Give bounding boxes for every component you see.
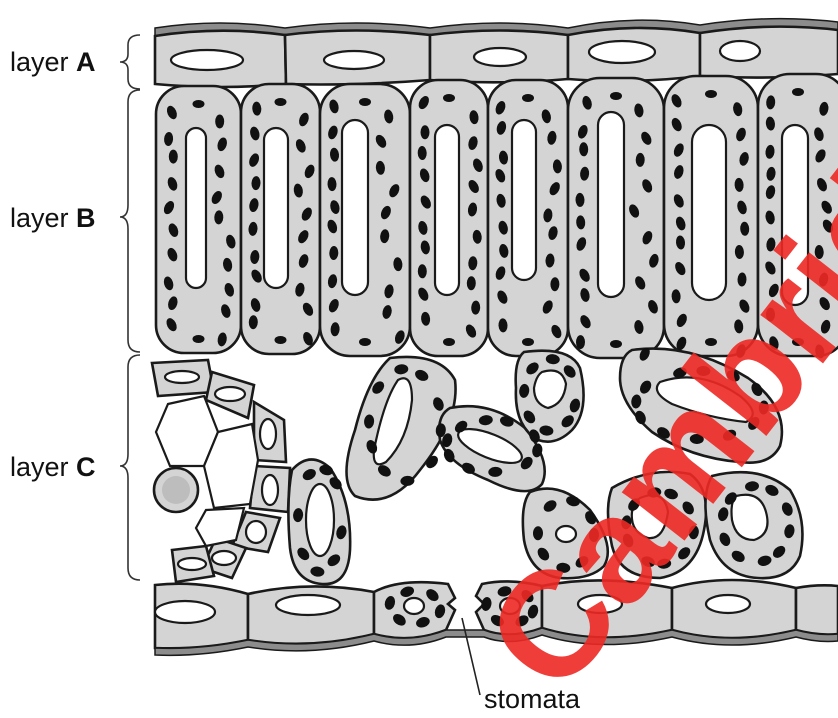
layer-b-brace (120, 90, 140, 352)
epidermis-cell (155, 584, 248, 649)
epidermis-cell (700, 27, 838, 78)
chloroplast (610, 340, 622, 348)
epidermis-cell (672, 580, 796, 638)
chloroplast (215, 115, 224, 129)
palisade-cell (320, 84, 410, 356)
epidermis-cell (285, 31, 430, 85)
epidermis-cell (796, 585, 838, 634)
layer-a-label: layer A (10, 47, 96, 77)
layer-c-label: layer C (10, 452, 96, 482)
chloroplast (610, 92, 622, 100)
chloroplast (193, 100, 205, 108)
chloroplast (705, 90, 717, 98)
chloroplast (522, 338, 534, 346)
epidermis-cell (430, 31, 568, 83)
bundle-sheath-cell (152, 360, 214, 396)
layer-c-brace (120, 355, 140, 580)
chloroplast (443, 94, 455, 102)
epidermis-cell (248, 586, 374, 643)
chloroplast (443, 338, 455, 346)
chloroplast (359, 98, 371, 106)
chloroplast (275, 336, 287, 344)
bundle-sheath-cell (254, 402, 286, 462)
epidermis-cell (568, 28, 700, 81)
phloem-cell (154, 468, 198, 512)
chloroplast (193, 335, 205, 343)
epidermis-cell (155, 31, 286, 87)
bundle-sheath-cell (172, 546, 214, 582)
chloroplast (522, 94, 534, 102)
chloroplast (359, 338, 371, 346)
palisade-cell (488, 80, 568, 356)
layer-b-label: layer B (10, 203, 96, 233)
layer-a-brace (120, 35, 140, 89)
chloroplast (576, 335, 585, 349)
chloroplast (275, 98, 287, 106)
chloroplast (169, 150, 178, 164)
xylem-cell (196, 508, 244, 546)
chloroplast (421, 125, 430, 139)
chloroplast (792, 88, 804, 96)
bundle-sheath-cell (206, 372, 254, 418)
